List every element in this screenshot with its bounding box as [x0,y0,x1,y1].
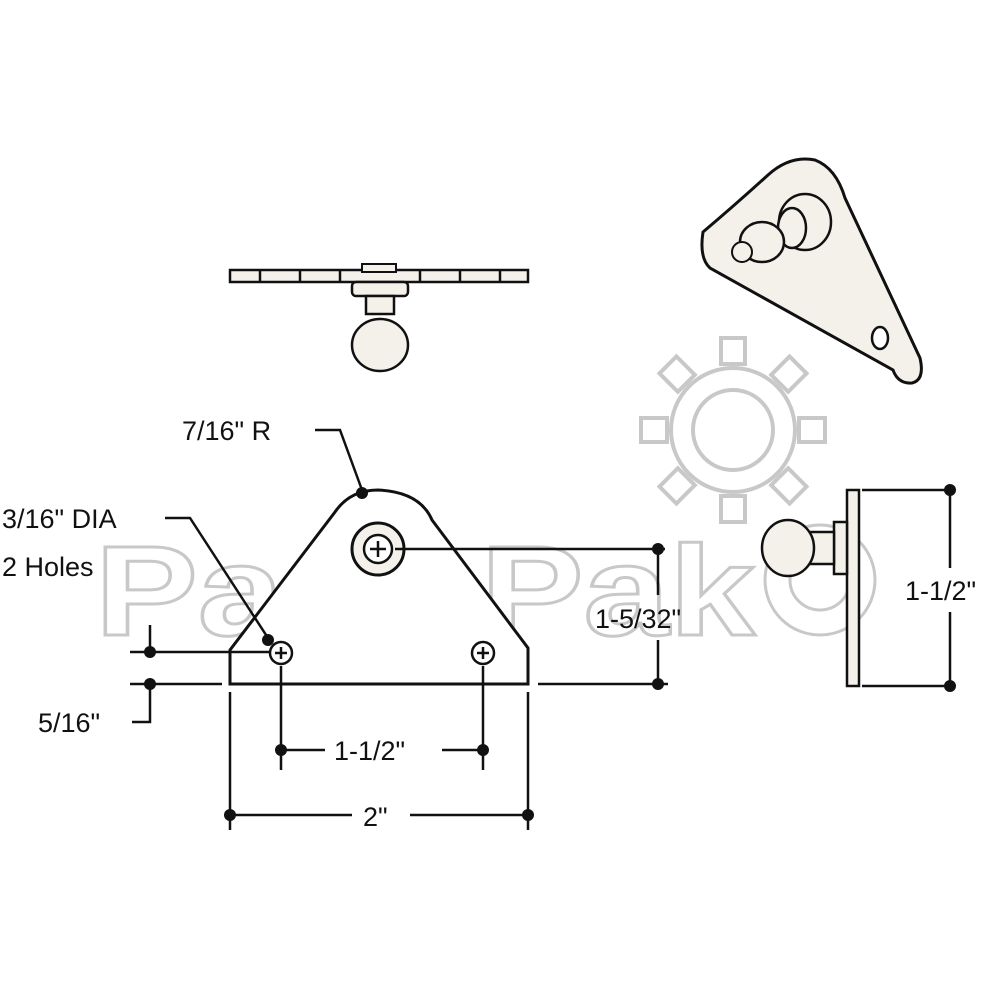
radius-label: 7/16" R [182,416,271,446]
hole-offset-label: 5/16" [38,708,100,738]
bracket-isometric-view [700,157,923,385]
hole-spacing-label: 1-1/2" [334,736,405,766]
bracket-side-view [760,484,956,692]
overall-width-label: 2" [363,802,388,832]
bracket-top-view [228,263,530,373]
dimension-lines [130,428,668,830]
side-height-label: 1-1/2" [905,576,976,606]
watermark-gear-icon [639,336,827,524]
stud-height-label: 1-5/32" [595,604,681,634]
hole-dia-label: 3/16" DIA [2,504,117,534]
bracket-front-view [228,488,530,686]
hole-count-label: 2 Holes [2,552,94,582]
